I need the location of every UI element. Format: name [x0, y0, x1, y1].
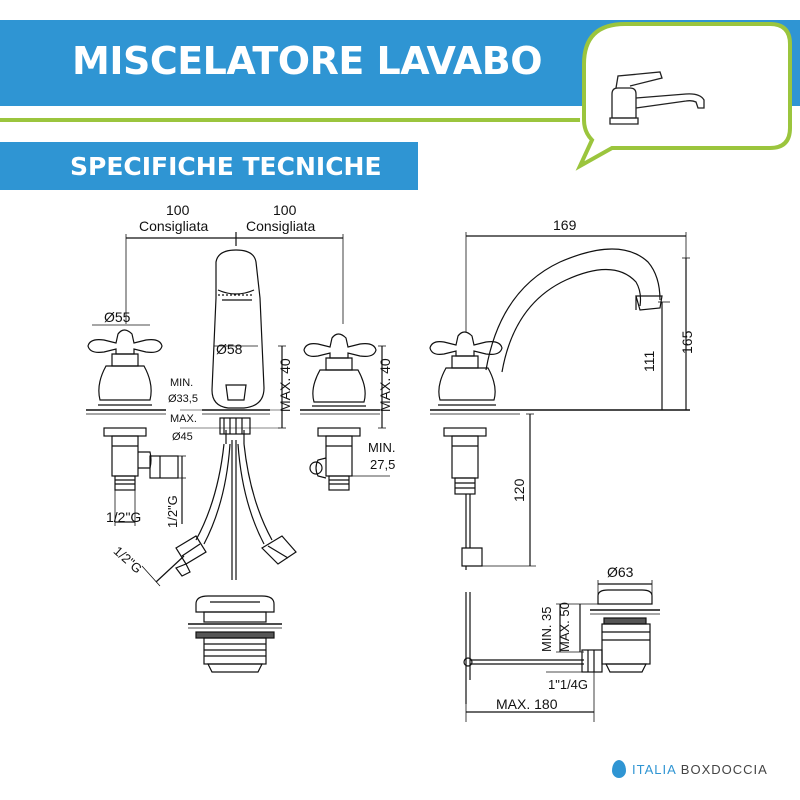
handle-diameter-label: Ø55 [104, 309, 131, 325]
brand-name-part2: BOXDOCCIA [680, 761, 768, 777]
deck-right-label: MAX. 40 [377, 358, 393, 412]
waste-max-label: MAX. 50 [557, 602, 572, 652]
hole-max-value: Ø45 [172, 431, 193, 443]
spacing-right-note: Consigliata [246, 218, 316, 234]
total-height-label: 165 [679, 330, 695, 354]
min-right-label: MIN. [368, 440, 396, 455]
page-title: MISCELATORE LAVABO [72, 39, 543, 83]
header-divider [0, 118, 580, 122]
deck-center-label: MAX. 40 [277, 358, 293, 412]
brand-name-part1: ITALIA [632, 761, 677, 777]
waste-thread-label: 1"1/4G [548, 677, 589, 692]
hole-min-label: MIN. [170, 377, 194, 389]
brand-logo: ITALIA BOXDOCCIA [612, 758, 768, 780]
page-subtitle: SPECIFICHE TECNICHE [70, 152, 382, 181]
spout-reach-label: 169 [553, 217, 577, 233]
rod-max-label: MAX. 180 [496, 696, 558, 712]
hole-min-value: Ø33,5 [168, 393, 198, 405]
spout-height-label: 111 [641, 350, 657, 372]
waste-diameter-label: Ø63 [607, 564, 634, 580]
spacing-left-value: 100 [166, 202, 190, 218]
spout-diameter-label: Ø58 [216, 341, 243, 357]
spacing-right-value: 100 [273, 202, 297, 218]
faucet-icon [575, 22, 792, 171]
conn-vertical-label: 1/2"G [165, 495, 180, 528]
waste-min-label: MIN. 35 [539, 606, 554, 652]
hole-max-label: MAX. [170, 413, 197, 425]
drop-logo-icon [612, 760, 626, 778]
conn-bottom-label: 1/2"G [106, 509, 142, 525]
spacing-left-note: Consigliata [139, 218, 209, 234]
shank-length-label: 120 [511, 478, 527, 502]
min-right-value: 27,5 [370, 457, 396, 472]
subtitle-band [0, 142, 418, 190]
